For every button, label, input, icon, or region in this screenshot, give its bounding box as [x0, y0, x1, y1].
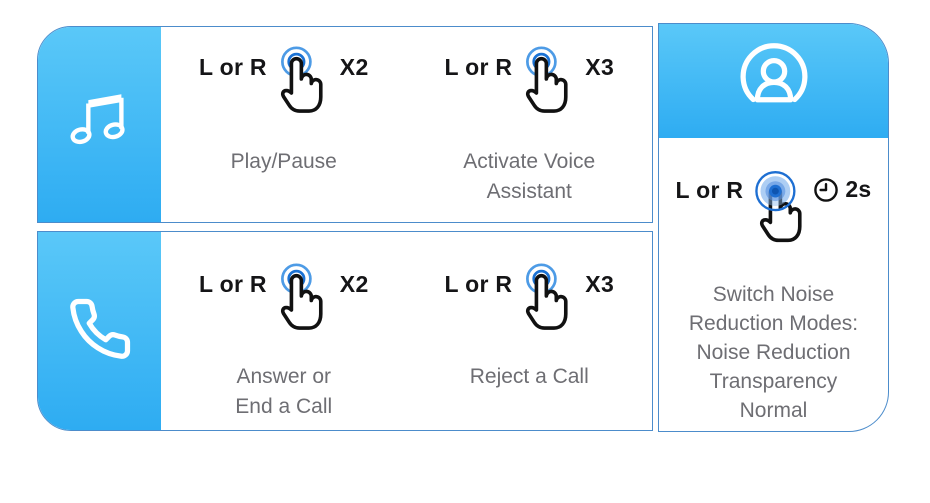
action-description: Reject a Call — [469, 365, 589, 388]
action-description: Activate Voice Assistant — [463, 150, 596, 203]
triple-tap-icon — [517, 260, 573, 350]
call-action-answer-end: L or R X2 Answer or End a Call — [161, 232, 407, 430]
trigger-label: L or R — [444, 271, 513, 297]
user-icon — [734, 41, 814, 122]
noise-action-gesture: L or R — [675, 166, 871, 256]
music-action-play-pause: L or R X2 Play/Pause — [161, 27, 407, 222]
trigger-label: L or R — [198, 271, 267, 297]
clock-icon — [813, 177, 839, 203]
noise-control-panel: L or R — [658, 23, 889, 432]
noise-panel-tab — [659, 24, 888, 138]
action-description: Switch Noise Reduction Modes: Noise Redu… — [688, 283, 859, 422]
tap-count-label: X2 — [339, 271, 369, 297]
tap-count-label: X3 — [585, 54, 615, 80]
music-panel-tab — [38, 27, 161, 222]
phone-icon — [67, 296, 133, 367]
action-description: Answer or End a Call — [235, 365, 333, 418]
trigger-label: L or R — [444, 54, 513, 80]
trigger-label: L or R — [675, 177, 744, 203]
music-action-voice-assistant: L or R X3 Activate Voice Assistant — [407, 27, 653, 222]
call-controls-panel: L or R X2 Answer or End a Call L or R X3… — [37, 231, 653, 431]
tap-count-label: X3 — [585, 271, 615, 297]
music-controls-panel: L or R X2 Play/Pause L or R X3 Activate … — [37, 26, 653, 223]
tap-count-label: X2 — [339, 54, 369, 80]
press-and-hold-icon — [751, 166, 807, 256]
double-tap-icon — [272, 43, 328, 133]
music-note-icon — [65, 87, 135, 162]
hold-duration-label: 2s — [845, 176, 872, 202]
call-panel-tab — [38, 232, 161, 430]
action-description: Play/Pause — [230, 150, 337, 173]
double-tap-icon — [272, 260, 328, 350]
trigger-label: L or R — [198, 54, 267, 80]
call-action-reject: L or R X3 Reject a Call — [407, 232, 653, 430]
triple-tap-icon — [517, 43, 573, 133]
